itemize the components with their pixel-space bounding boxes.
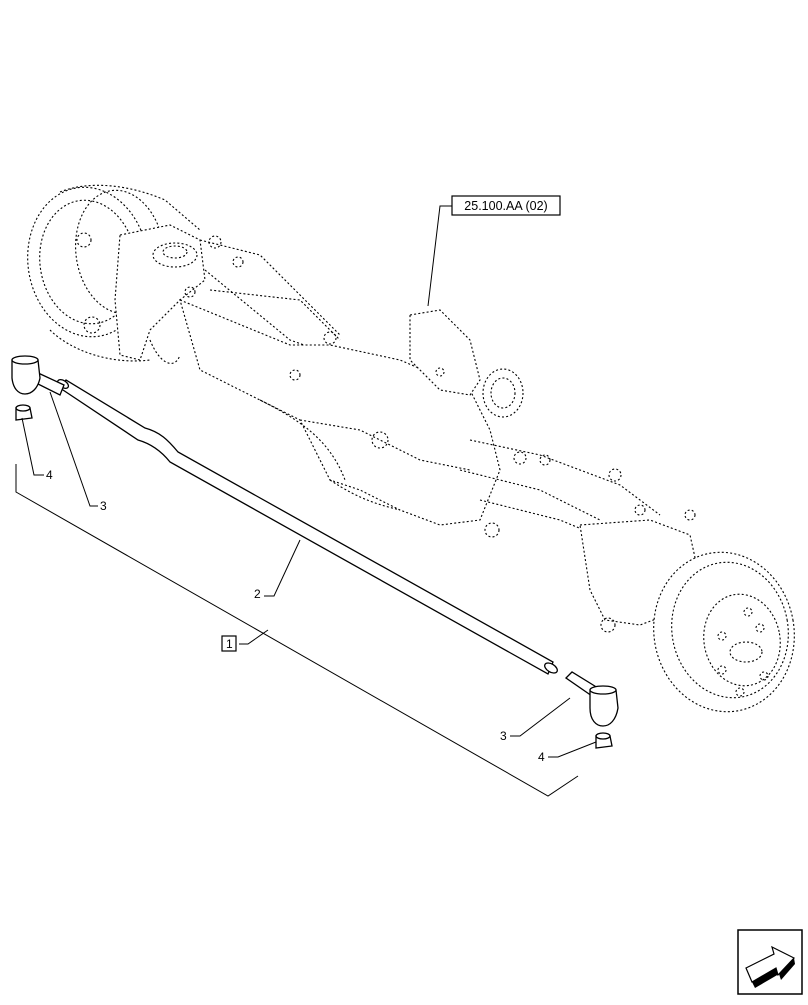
next-page-arrow-icon[interactable]: [737, 929, 803, 995]
callout-4-right: 4: [538, 750, 545, 764]
callout-3-right: 3: [500, 729, 507, 743]
leader-lines: [21, 391, 597, 758]
reference-label: 25.100.AA (02): [464, 199, 547, 213]
callout-4-left: 4: [46, 468, 53, 482]
nut-right: [595, 732, 613, 749]
reference-callout[interactable]: 25.100.AA (02): [427, 195, 561, 307]
tie-rod-end-left: [11, 355, 65, 396]
callout-labels: 4 3 2 1 3 4: [46, 468, 545, 764]
nut-left: [15, 404, 33, 421]
assembly-bracket: [15, 464, 579, 797]
callout-1-box: [221, 635, 237, 652]
callout-3-left: 3: [100, 499, 107, 513]
callout-2: 2: [254, 587, 261, 601]
tie-rod-end-right: [564, 671, 619, 727]
axle-housing-phantom: [27, 184, 795, 713]
callout-1: 1: [226, 637, 233, 651]
